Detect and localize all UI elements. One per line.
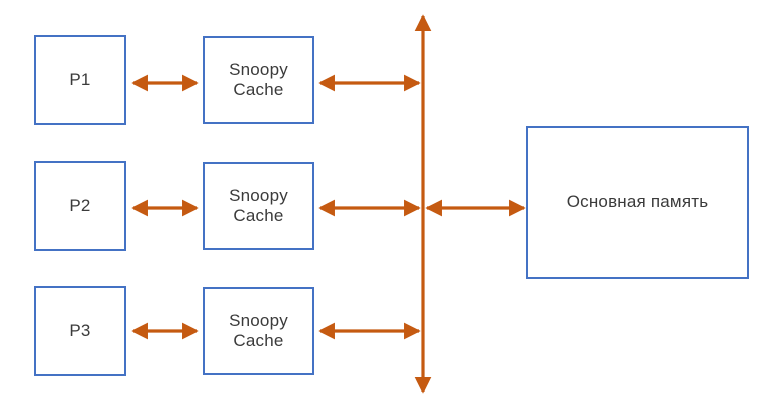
processor-label-p3: P3	[69, 320, 91, 340]
cache-label-3: Snoopy Cache	[229, 310, 288, 350]
cache-box-3[interactable]: Snoopy Cache	[203, 287, 314, 375]
processor-label-p1: P1	[69, 69, 91, 89]
main-memory-label: Основная память	[566, 192, 709, 212]
processor-box-p3[interactable]: P3	[34, 286, 126, 376]
main-memory-box[interactable]: Основная память	[526, 126, 749, 279]
processor-box-p1[interactable]: P1	[34, 35, 126, 125]
cache-label-1: Snoopy Cache	[229, 59, 288, 99]
processor-label-p2: P2	[69, 195, 91, 215]
cache-box-1[interactable]: Snoopy Cache	[203, 36, 314, 124]
processor-box-p2[interactable]: P2	[34, 161, 126, 251]
cache-label-2: Snoopy Cache	[229, 185, 288, 225]
cache-box-2[interactable]: Snoopy Cache	[203, 162, 314, 250]
